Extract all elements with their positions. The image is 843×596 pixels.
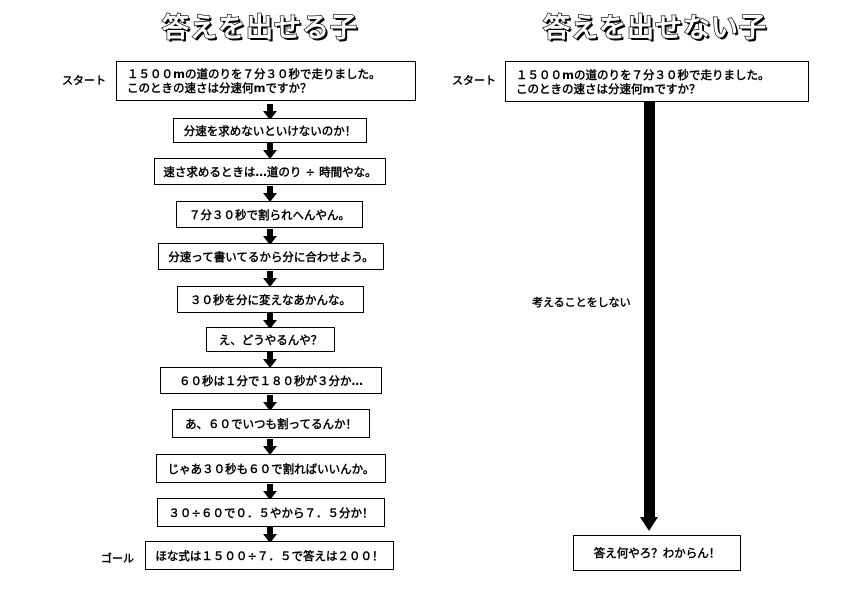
right-end-box: 答え何やろ？わからん！ — [573, 535, 741, 571]
down-arrow-icon — [263, 352, 277, 368]
left-step-11: ほな式は１５００÷７．５で答えは２００！ — [145, 541, 394, 570]
left-step-9: じゃあ３０秒も６０で割ればいいんか。 — [156, 454, 386, 483]
right-question-line-2: このときの速さは分速何mですか？ — [516, 81, 701, 96]
left-start-label: スタート — [62, 74, 106, 87]
down-arrow-icon — [263, 271, 277, 287]
right-middle-text: 考えることをしない — [532, 296, 631, 309]
right-title: 答えを出せない子 — [542, 12, 767, 44]
left-step-3: ７分３０秒で割られへんやん。 — [176, 201, 363, 228]
left-goal-label: ゴール — [101, 552, 134, 565]
down-arrow-icon — [263, 439, 277, 455]
right-start-label: スタート — [452, 74, 496, 87]
left-step-1: 分速を求めないといけないのか！ — [173, 118, 367, 143]
down-arrow-icon — [263, 395, 277, 411]
long-arrow-shaft — [644, 102, 655, 519]
down-arrow-icon — [263, 186, 277, 202]
down-arrow-icon — [263, 527, 277, 543]
left-step-5: ３０秒を分に変えなあかんな。 — [177, 286, 364, 313]
left-question-line-1: １５００mの道のりを７分３０秒で走りました。 — [127, 67, 381, 81]
right-question-box: １５００mの道のりを７分３０秒で走りました。 このときの速さは分速何mですか？ — [505, 61, 809, 102]
left-step-2: 速さ求めるときは…道のり ÷ 時間やな。 — [154, 158, 386, 185]
down-arrow-icon — [263, 484, 277, 500]
down-arrow-icon — [263, 229, 277, 245]
left-step-6: え、どうやるんや？ — [206, 327, 335, 352]
left-step-4: 分速って書いてるから分に合わせよう。 — [158, 243, 384, 270]
down-arrow-icon — [263, 143, 277, 159]
left-title: 答えを出せる子 — [161, 12, 358, 44]
down-arrow-icon — [263, 313, 277, 329]
left-step-7: ６０秒は１分で１８０秒が３分か… — [160, 367, 382, 394]
right-question-line-1: １５００mの道のりを７分３０秒で走りました。 — [516, 67, 770, 82]
left-step-8: あ、６０でいつも割ってるんか！ — [172, 409, 370, 438]
left-step-10: ３０÷６０で０．５やから７．５分か！ — [157, 498, 385, 527]
left-question-box: １５００mの道のりを７分３０秒で走りました。 このときの速さは分速何mですか？ — [116, 61, 416, 101]
long-arrow-head-icon — [640, 517, 658, 531]
down-arrow-icon — [263, 104, 277, 120]
left-question-line-2: このときの速さは分速何mですか？ — [127, 81, 312, 95]
